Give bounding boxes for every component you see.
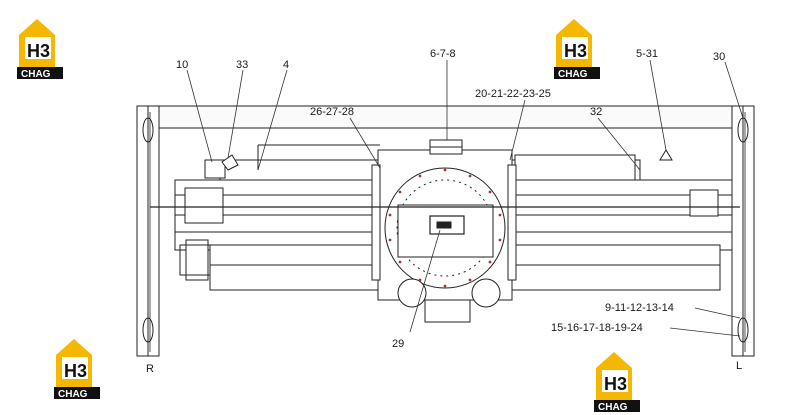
left-valve-block [184,187,224,224]
label-5-31: 5-31 [636,48,658,60]
svg-text:H3: H3 [27,41,50,61]
label-33: 33 [236,59,248,71]
svg-text:CHAG: CHAG [58,389,88,400]
leader-lines [186,59,744,337]
side-label-right: R [146,363,154,375]
svg-text:CHAG: CHAG [558,69,588,80]
label-20-25: 20-21-22-23-25 [475,88,551,100]
differential-bolts [388,168,502,288]
label-26-27-28: 26-27-28 [310,106,354,118]
svg-text:H3: H3 [604,374,627,394]
side-label-left: L [736,360,742,372]
svg-text:H3: H3 [564,41,587,61]
svg-text:CHAG: CHAG [21,69,51,80]
axle-assembly [136,105,755,357]
watermark-logo-top-left: H3 CHAG [17,19,63,80]
svg-text:H3: H3 [64,361,87,381]
label-32: 32 [590,106,602,118]
label-10: 10 [176,59,188,71]
watermark-logo-bottom-right: H3 CHAG [594,352,640,413]
watermark-logo-bottom-left: H3 CHAG [54,339,100,400]
label-15-24: 15-16-17-18-19-24 [551,322,643,334]
label-4: 4 [283,59,289,71]
label-6-7-8: 6-7-8 [430,48,456,60]
label-29: 29 [392,338,404,350]
axle-housing-top [139,105,736,129]
label-30: 30 [713,51,725,63]
watermark-logo-top-right: H3 CHAG [554,19,600,80]
label-9-14: 9-11-12-13-14 [605,302,674,314]
svg-text:CHAG: CHAG [598,402,628,413]
